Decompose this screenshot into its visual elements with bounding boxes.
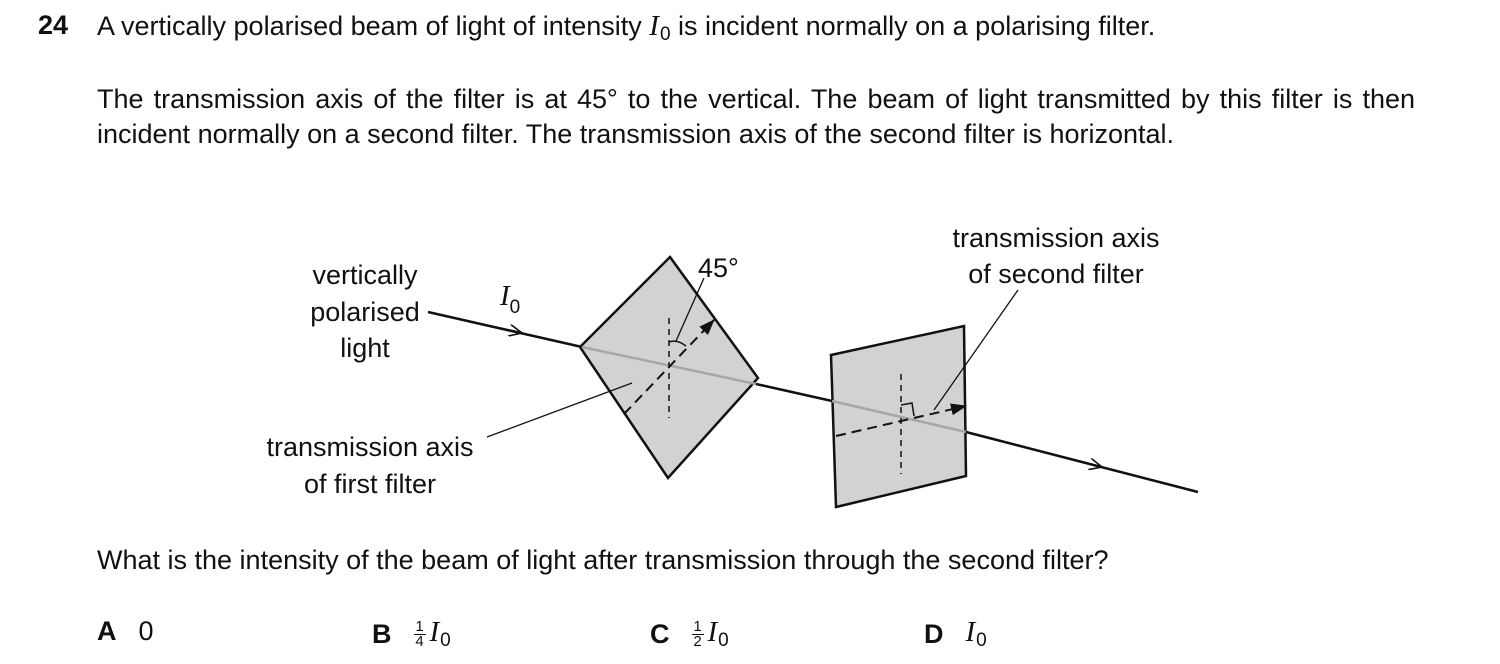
option-c-symbol: I0 bbox=[708, 616, 729, 652]
option-b-numerator: 1 bbox=[415, 617, 424, 635]
label-second-axis-line2: of second filter bbox=[968, 259, 1144, 289]
option-b[interactable]: B 1 4 I0 bbox=[372, 616, 451, 652]
option-c-fraction: 1 2 bbox=[691, 617, 704, 650]
intensity-subscript: 0 bbox=[659, 24, 671, 45]
question-prompt: What is the intensity of the beam of lig… bbox=[97, 545, 1109, 575]
option-c-letter-i: I bbox=[707, 616, 718, 648]
question-number: 24 bbox=[38, 10, 69, 40]
second-axis-leader bbox=[933, 289, 1019, 411]
option-d-subscript: 0 bbox=[976, 630, 987, 651]
beam-intensity-letter: I bbox=[499, 280, 511, 312]
question-intro: A vertically polarised beam of light of … bbox=[97, 10, 1155, 46]
option-b-subscript: 0 bbox=[440, 630, 451, 651]
option-c-subscript: 0 bbox=[718, 630, 729, 651]
question-paragraph: The transmission axis of the filter is a… bbox=[97, 84, 1415, 149]
option-b-letter-i: I bbox=[429, 616, 440, 648]
option-b-symbol: I0 bbox=[430, 616, 451, 652]
beam-arrow-outgoing bbox=[1069, 459, 1102, 467]
option-a[interactable]: A 0 bbox=[97, 616, 154, 647]
option-a-value: 0 bbox=[138, 616, 154, 646]
option-b-denominator: 4 bbox=[415, 632, 424, 650]
first-axis-leader bbox=[486, 382, 633, 438]
label-first-axis-line1: transmission axis bbox=[266, 432, 473, 462]
option-d-letter: D bbox=[924, 618, 944, 649]
option-c[interactable]: C 1 2 I0 bbox=[650, 616, 729, 652]
first-filter-transmission-axis bbox=[623, 319, 715, 415]
label-second-axis-line1: transmission axis bbox=[952, 223, 1159, 253]
intensity-letter: I bbox=[649, 10, 659, 42]
beam-intensity-label: I0 bbox=[499, 280, 520, 318]
label-vertically: vertically bbox=[312, 260, 418, 290]
polarising-filters-diagram: 45° vertically polarised light I0 transm… bbox=[266, 223, 1199, 509]
option-b-fraction: 1 4 bbox=[413, 617, 426, 650]
beam-intensity-subscript: 0 bbox=[510, 297, 521, 318]
option-d-letter-i: I bbox=[965, 616, 976, 648]
second-filter-transmission-axis bbox=[835, 403, 967, 437]
intro-text-after: is incident normally on a polarising fil… bbox=[670, 11, 1156, 41]
label-polarised: polarised bbox=[310, 297, 420, 327]
right-angle-marker bbox=[900, 402, 915, 417]
label-light: light bbox=[340, 333, 390, 363]
intro-text-before: A vertically polarised beam of light of … bbox=[97, 11, 650, 41]
option-c-denominator: 2 bbox=[693, 632, 702, 650]
option-d-symbol: I0 bbox=[966, 616, 987, 652]
beam-arrow-incoming bbox=[489, 326, 522, 333]
option-c-numerator: 1 bbox=[693, 617, 702, 635]
beam-between-filters bbox=[755, 382, 833, 403]
option-d[interactable]: D I0 bbox=[924, 616, 987, 652]
angle-label: 45° bbox=[698, 253, 739, 283]
angle-leader bbox=[675, 277, 705, 342]
beam-through-second-filter bbox=[831, 399, 967, 434]
option-b-letter: B bbox=[372, 618, 392, 649]
option-c-letter: C bbox=[650, 618, 670, 649]
label-first-axis-line2: of first filter bbox=[304, 469, 436, 499]
intensity-symbol: I0 bbox=[649, 10, 671, 45]
angle-arc bbox=[668, 340, 687, 347]
option-a-letter: A bbox=[97, 616, 117, 646]
